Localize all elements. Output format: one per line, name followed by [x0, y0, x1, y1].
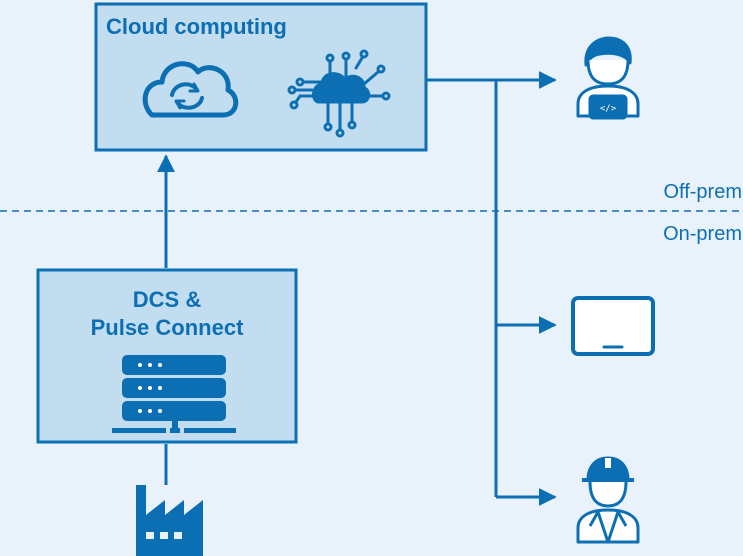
svg-text:</>: </> — [600, 104, 617, 114]
field-worker-icon — [576, 456, 640, 544]
dcs-title-line2: Pulse Connect — [90, 315, 244, 340]
tablet-icon — [571, 296, 655, 356]
server-rack-icon — [112, 355, 236, 433]
developer-icon: </> — [576, 36, 640, 120]
cloud-computing-title: Cloud computing — [106, 14, 287, 39]
cloud-network-icon — [287, 49, 391, 138]
off-prem-label: Off-prem — [663, 181, 742, 203]
cloud-sync-icon — [142, 61, 239, 118]
dcs-title-line1: DCS & — [132, 287, 202, 312]
dcs-title: DCS & Pulse Connect — [38, 286, 296, 342]
factory-icon — [136, 485, 203, 556]
on-prem-label: On-prem — [663, 223, 742, 245]
